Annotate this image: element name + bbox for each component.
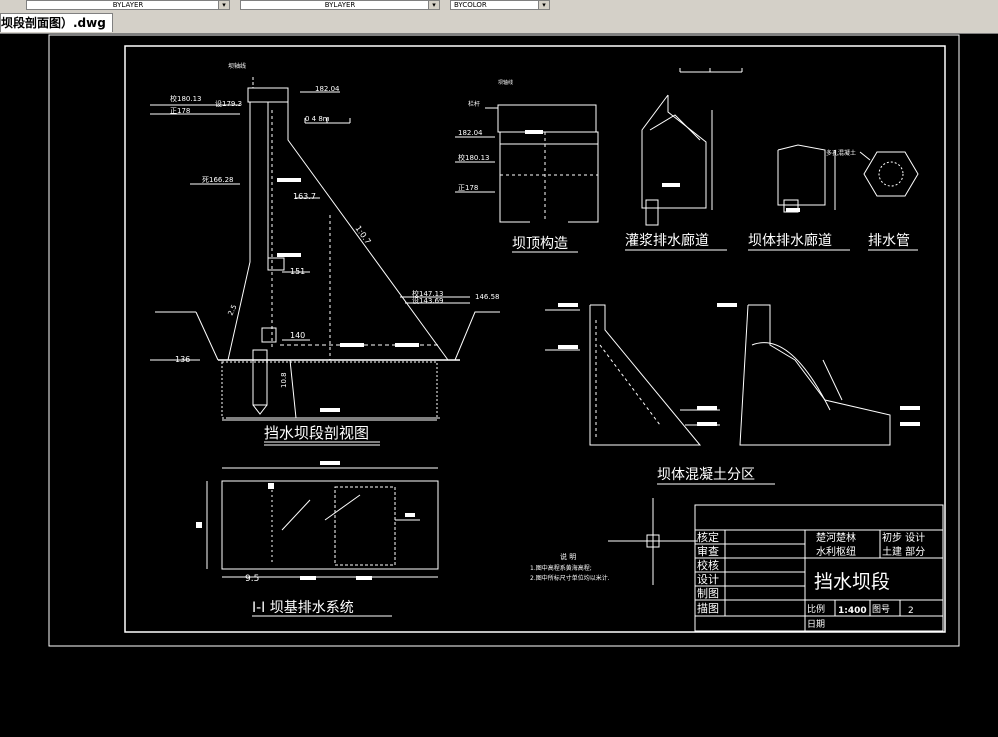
title-underlines [252,249,918,617]
role-design: 设计 [697,573,719,586]
grout-gallery-geometry [641,68,743,226]
slope-label: 1:0.7 [353,224,372,246]
drain-pipe-geometry [859,151,919,197]
project-line-1: 楚河楚林 [816,531,856,544]
concrete-zone-geometry [545,304,891,446]
role-draft: 制图 [697,587,719,600]
chevron-down-icon[interactable]: ▾ [428,1,439,9]
chevron-down-icon[interactable]: ▾ [218,1,229,9]
document-tab[interactable]: 坝段剖面图）.dwg [0,13,113,32]
drain-pipe-material: 多孔混凝土 [826,149,856,157]
elev-163: 163.7 [293,192,316,201]
grout-gallery-title: 灌浆排水廊道 [625,232,709,249]
dam-top-title: 坝顶构造 [512,236,568,252]
dam-top-geometry [455,104,599,223]
main-section-geometry [150,77,500,421]
elev-design-level: 设179.3 [215,99,242,108]
concrete-zone-title: 坝体混凝土分区 [657,467,755,483]
document-tab-bar: 坝段剖面图）.dwg [0,11,998,34]
dim-2-5: 2.5 [227,303,239,316]
foundation-dim: 9.5 [245,574,259,584]
drawing-frame [124,45,946,633]
plotstyle-combo-value: BYCOLOR [454,1,487,9]
color-combo-value: BYLAYER [112,1,144,9]
sheet-label: 图号 [872,604,890,615]
elev-tail-design: 设143.69 [412,296,444,305]
dam-top-axis-label: 坝轴线 [498,79,513,86]
drawing-title: 挡水坝段 [814,571,890,593]
foundation-title: I-I 坝基排水系统 [252,599,354,616]
role-trace: 描图 [697,601,719,615]
role-approve: 核定 [697,530,719,544]
notes-line-1: 1.图中高程系黄海高程; [530,564,592,572]
dimension-plates [196,130,920,580]
role-review: 审查 [697,544,719,558]
foundation-plan-geometry [206,467,439,578]
elev-check-level: 校180.13 [170,94,202,103]
stage-label: 初步 设计 [882,531,925,544]
paper-border [48,34,960,647]
elev-136: 136 [175,355,190,364]
main-section-title: 挡水坝段剖视图 [264,424,369,442]
color-combo[interactable]: BYLAYER ▾ [26,0,230,10]
scale-bar-label: 0 4 8m [305,115,330,123]
scale-label: 比例 [807,603,825,615]
railing-label: 栏杆 [468,100,480,108]
drain-pipe-title: 排水管 [868,233,910,249]
dam-top-elev-normal: 正178 [458,184,478,192]
drain-gallery-geometry [777,144,836,213]
elev-140: 140 [290,331,305,340]
drawing-svg: 坝轴线 校180.13 设179.3 正178 182.04 死166.28 1… [48,34,960,647]
chevron-down-icon[interactable]: ▾ [538,1,549,9]
elev-dead-level: 死166.28 [202,176,234,184]
plotstyle-combo[interactable]: BYCOLOR ▾ [450,0,550,10]
elev-crest: 182.04 [315,85,340,93]
dam-top-elev-crest: 182.04 [458,129,483,137]
dam-top-elev-check: 校180.13 [458,153,490,162]
axis-label: 坝轴线 [228,62,246,70]
elev-tail-check: 校147.13 [412,289,444,298]
dim-10-8: 10.8 [280,372,288,388]
sheet-value: 2 [908,606,914,616]
drawing-canvas[interactable]: 坝轴线 校180.13 设179.3 正178 182.04 死166.28 1… [0,34,998,733]
elev-151: 151 [290,267,305,276]
notes-heading: 说 明 [560,552,576,561]
date-label: 日期 [807,619,825,630]
linetype-combo[interactable]: BYLAYER ▾ [240,0,440,10]
elev-146: 146.58 [475,293,500,301]
title-block-geometry [694,504,944,632]
project-line-2: 水利枢纽 [816,545,856,558]
scale-value: 1:400 [838,606,867,616]
notes-line-2: 2.图中所标尺寸单位均以米计. [530,574,610,582]
drain-gallery-title: 坝体排水廊道 [748,232,832,249]
linetype-combo-value: BYLAYER [324,1,356,9]
part-label: 土建 部分 [882,545,925,558]
role-check: 校核 [697,558,719,572]
elev-normal-level: 正178 [170,107,190,115]
crosshair-cursor-icon [608,498,698,585]
